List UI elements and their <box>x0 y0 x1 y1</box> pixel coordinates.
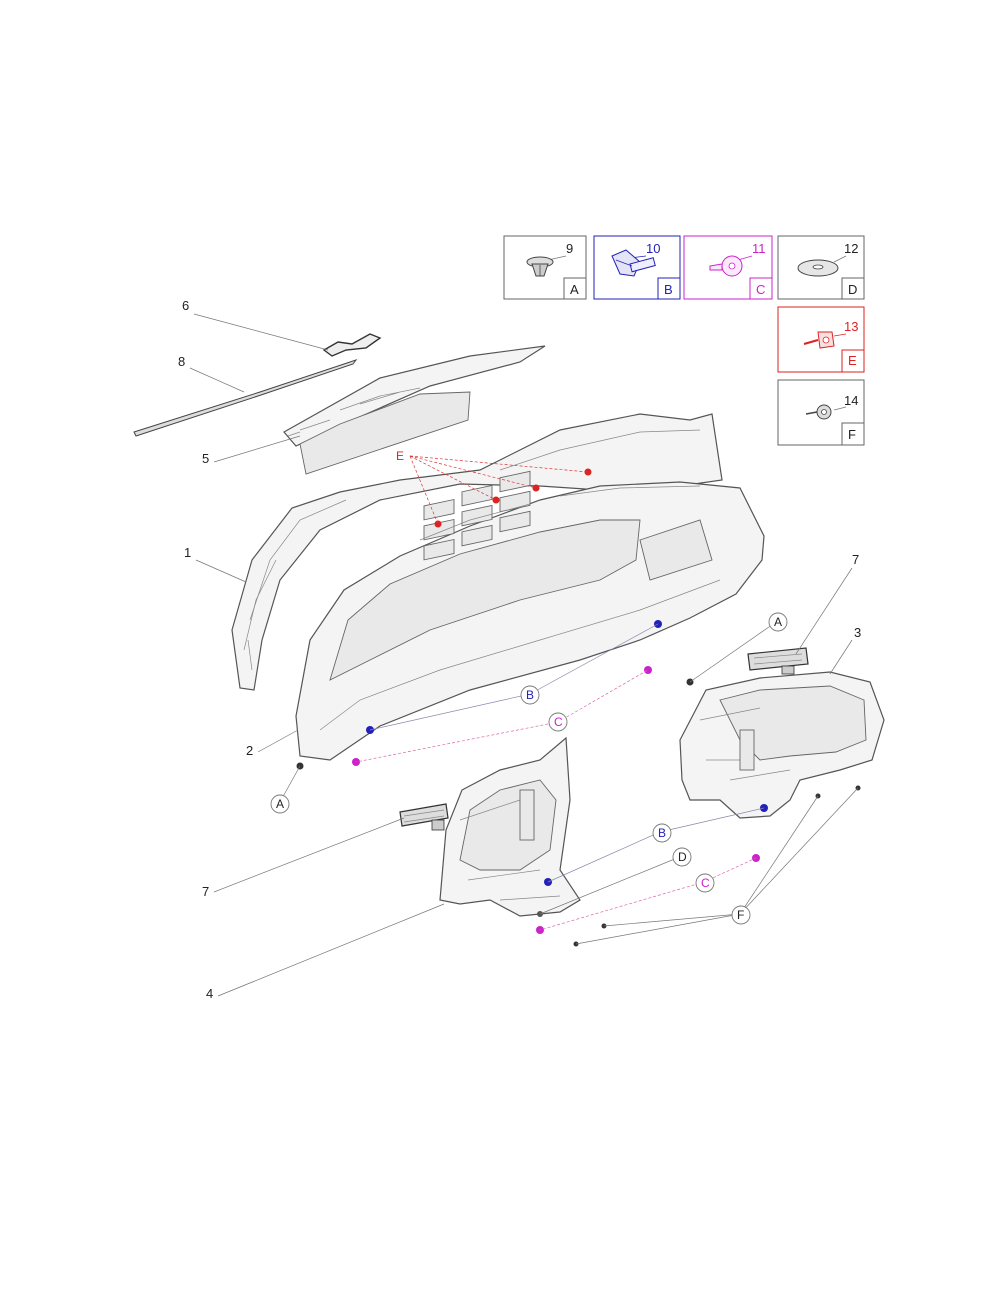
part-label-8: 8 <box>178 354 185 369</box>
svg-text:E: E <box>396 449 404 463</box>
bubble-b-lower: B <box>652 823 672 843</box>
legend-number: 13 <box>844 319 858 334</box>
bolt-icon <box>803 331 835 349</box>
bubble-a-left: A <box>270 794 290 814</box>
legend-letter: F <box>848 427 856 442</box>
part-label-7-lower: 7 <box>202 884 209 899</box>
washer-icon <box>797 259 839 277</box>
legend-box-10: 10 B <box>593 235 681 300</box>
push-clip-icon <box>526 256 554 277</box>
legend-number: 11 <box>752 241 766 256</box>
bubble-b-upper: B <box>520 685 540 705</box>
part-3-right-arch-liner <box>679 671 885 819</box>
bubble-c-upper: C <box>548 712 568 732</box>
part-7-lower-reflector <box>399 803 449 831</box>
part-8-trim-strip <box>133 359 358 437</box>
part-6-seal <box>322 333 382 357</box>
part-4-left-arch-liner <box>439 736 581 917</box>
bubble-c-lower: C <box>695 873 715 893</box>
part-5-spoiler <box>283 345 546 475</box>
part-label-7-upper: 7 <box>852 552 859 567</box>
screw-icon <box>805 404 832 420</box>
bubble-e: E <box>396 449 404 463</box>
part-label-6: 6 <box>182 298 189 313</box>
bubble-a-right: A <box>768 612 788 632</box>
svg-text:B: B <box>526 688 534 702</box>
legend-box-9: 9 A <box>503 235 587 300</box>
svg-text:C: C <box>701 876 710 890</box>
legend-box-13: 13 E <box>777 306 865 373</box>
part-label-3: 3 <box>854 625 861 640</box>
legend-box-11: 11 C <box>683 235 773 300</box>
svg-text:D: D <box>678 850 687 864</box>
screw-grommet-icon <box>611 249 656 277</box>
rivet-clip-icon <box>709 255 743 277</box>
legend-number: 12 <box>844 241 858 256</box>
legend-number: 14 <box>844 393 858 408</box>
legend-letter: B <box>664 282 673 297</box>
svg-text:B: B <box>658 826 666 840</box>
part-label-2: 2 <box>246 743 253 758</box>
part-label-5: 5 <box>202 451 209 466</box>
svg-text:A: A <box>774 615 782 629</box>
part-label-1: 1 <box>184 545 191 560</box>
legend-number: 10 <box>646 241 660 256</box>
reference-bubbles: E A A B B C C D <box>270 449 788 925</box>
legend-letter: C <box>756 282 765 297</box>
legend-box-12: 12 D <box>777 235 865 300</box>
part-2-lower-bumper <box>295 470 765 761</box>
leader-lines <box>189 313 859 997</box>
svg-text:C: C <box>554 715 563 729</box>
legend-letter: D <box>848 282 857 297</box>
part-label-4: 4 <box>206 986 213 1001</box>
grille-slots <box>423 470 531 561</box>
legend-letter: E <box>848 353 857 368</box>
svg-text:F: F <box>737 908 744 922</box>
bubble-d: D <box>672 847 692 867</box>
legend-box-14: 14 F <box>777 379 865 446</box>
part-7-upper-reflector <box>747 647 809 675</box>
legend-number: 9 <box>566 241 573 256</box>
bubble-f: F <box>731 905 751 925</box>
part-1-bumper-cover <box>231 413 723 691</box>
legend-letter: A <box>570 282 579 297</box>
part-number-labels: 6 8 5 1 2 7 3 7 4 <box>178 298 861 1001</box>
svg-text:A: A <box>276 797 284 811</box>
